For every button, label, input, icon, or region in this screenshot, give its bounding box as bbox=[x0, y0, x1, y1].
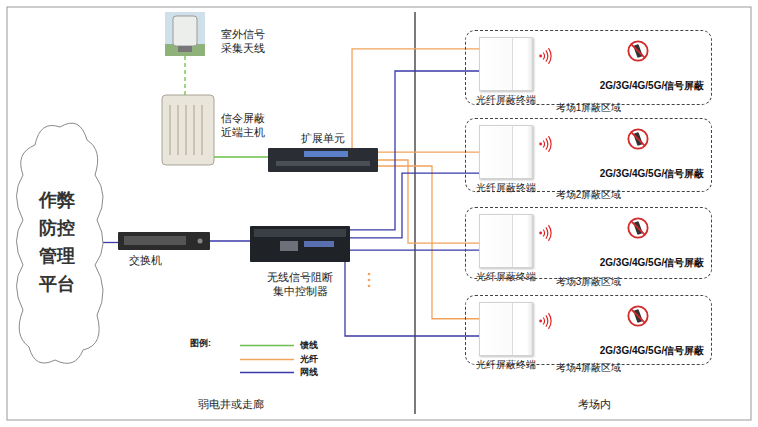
no-phone-icon bbox=[628, 129, 647, 148]
connector-line bbox=[214, 156, 268, 157]
extension-device bbox=[268, 148, 378, 172]
cloud-outline bbox=[15, 115, 100, 370]
connector-line bbox=[210, 240, 250, 241]
node-label: 光纤屏蔽终端 bbox=[469, 359, 543, 372]
legend-line bbox=[240, 359, 294, 361]
legend-label: 光纤 bbox=[300, 353, 318, 366]
signal-waves bbox=[539, 136, 551, 152]
node-label: 2G/3G/4G/5G/信号屏蔽 bbox=[592, 345, 712, 358]
node-label: 2G/3G/4G/5G/信号屏蔽 bbox=[592, 80, 712, 93]
host-fin bbox=[169, 105, 171, 155]
switch-led bbox=[198, 239, 203, 244]
node-label: 无线信号阻断集中控制器 bbox=[266, 271, 334, 299]
controller-top bbox=[254, 229, 346, 237]
connector-line bbox=[350, 71, 479, 230]
fiber-terminal: 光纤屏蔽终端 bbox=[479, 302, 533, 356]
free-label: 图例: bbox=[190, 338, 211, 349]
controller-panel bbox=[304, 241, 334, 247]
host-fin bbox=[201, 105, 203, 155]
signal-waves bbox=[539, 48, 551, 64]
shield-area: 考场1屏蔽区域光纤屏蔽终端2G/3G/4G/5G/信号屏蔽 bbox=[465, 30, 712, 105]
extension-unit: 扩展单元 bbox=[268, 148, 378, 172]
extension-panel bbox=[304, 151, 348, 157]
cloud-platform: 作弊防控管理平台 bbox=[15, 115, 100, 370]
free-label: 弱电井或走廊 bbox=[198, 398, 264, 411]
cloud-shape bbox=[17, 123, 104, 363]
node-label: 室外信号采集天线 bbox=[219, 28, 267, 56]
host-node: 信令屏蔽近端主机 bbox=[162, 95, 214, 165]
jammer-node: 2G/3G/4G/5G/信号屏蔽 bbox=[592, 300, 712, 362]
controller-device bbox=[250, 226, 350, 262]
fiber-terminal: 光纤屏蔽终端 bbox=[479, 125, 533, 179]
signal-waves bbox=[539, 313, 551, 329]
connector-line bbox=[350, 173, 479, 238]
host-fin bbox=[185, 105, 187, 155]
signal-waves bbox=[539, 225, 551, 241]
no-phone-icon bbox=[628, 218, 647, 237]
connector-line bbox=[352, 49, 479, 148]
jammer-node: 2G/3G/4G/5G/信号屏蔽 bbox=[592, 212, 712, 274]
connector-line bbox=[350, 249, 479, 250]
no-phone-icon bbox=[628, 41, 647, 60]
antenna-photo-bg bbox=[165, 12, 205, 56]
node-label: 作弊防控管理平台 bbox=[37, 186, 77, 298]
connector-line bbox=[184, 56, 185, 95]
host-fin bbox=[177, 105, 179, 155]
legend-swatch bbox=[238, 339, 296, 352]
host-device bbox=[162, 95, 214, 165]
zone-divider bbox=[414, 12, 415, 414]
jammer-node: 2G/3G/4G/5G/信号屏蔽 bbox=[592, 123, 712, 185]
connector-line bbox=[345, 262, 479, 336]
ellipsis-dot bbox=[368, 273, 371, 276]
controller-ports bbox=[280, 241, 298, 251]
legend-label: 网线 bbox=[300, 366, 318, 379]
antenna-symbol bbox=[173, 16, 197, 46]
legend-label: 馈线 bbox=[300, 339, 318, 352]
legend-line bbox=[240, 372, 294, 374]
host-fin bbox=[193, 105, 195, 155]
switch-ports bbox=[124, 236, 186, 245]
legend-row: 光纤 bbox=[238, 353, 318, 367]
node-label: 光纤屏蔽终端 bbox=[469, 271, 543, 284]
ellipsis-dot bbox=[368, 285, 371, 288]
legend: 馈线光纤网线 bbox=[238, 339, 318, 380]
switch-node: 交换机 bbox=[118, 232, 210, 250]
shield-area: 考场3屏蔽区域光纤屏蔽终端2G/3G/4G/5G/信号屏蔽 bbox=[465, 207, 712, 279]
node-label: 2G/3G/4G/5G/信号屏蔽 bbox=[592, 257, 712, 270]
legend-line bbox=[240, 345, 294, 347]
controller-node: 无线信号阻断集中控制器 bbox=[250, 226, 350, 262]
fiber-terminal: 光纤屏蔽终端 bbox=[479, 37, 533, 91]
frame-border bbox=[7, 7, 751, 420]
antenna-mount bbox=[178, 46, 192, 52]
node-label: 扩展单元 bbox=[268, 132, 378, 146]
node-label: 信令屏蔽近端主机 bbox=[219, 112, 267, 140]
node-label: 交换机 bbox=[117, 254, 173, 268]
extension-ports bbox=[276, 161, 370, 166]
free-label: 考场内 bbox=[578, 398, 611, 411]
shield-area: 考场4屏蔽区域光纤屏蔽终端2G/3G/4G/5G/信号屏蔽 bbox=[465, 295, 712, 365]
jammer-node: 2G/3G/4G/5G/信号屏蔽 bbox=[592, 35, 712, 97]
switch-device bbox=[118, 232, 210, 250]
fiber-terminal: 光纤屏蔽终端 bbox=[479, 214, 533, 268]
no-phone-icon bbox=[628, 306, 647, 325]
node-label: 2G/3G/4G/5G/信号屏蔽 bbox=[592, 168, 712, 181]
shield-area: 考场2屏蔽区域光纤屏蔽终端2G/3G/4G/5G/信号屏蔽 bbox=[465, 118, 712, 192]
antenna-node: 室外信号采集天线 bbox=[165, 12, 205, 56]
node-label: 光纤屏蔽终端 bbox=[469, 182, 543, 195]
node-label: 光纤屏蔽终端 bbox=[469, 94, 543, 107]
legend-row: 馈线 bbox=[238, 339, 318, 353]
connector-line bbox=[378, 151, 479, 152]
legend-swatch bbox=[238, 366, 296, 379]
legend-swatch bbox=[238, 353, 296, 366]
ellipsis-dot bbox=[368, 279, 371, 282]
connector-line bbox=[378, 166, 479, 319]
legend-row: 网线 bbox=[238, 366, 318, 380]
